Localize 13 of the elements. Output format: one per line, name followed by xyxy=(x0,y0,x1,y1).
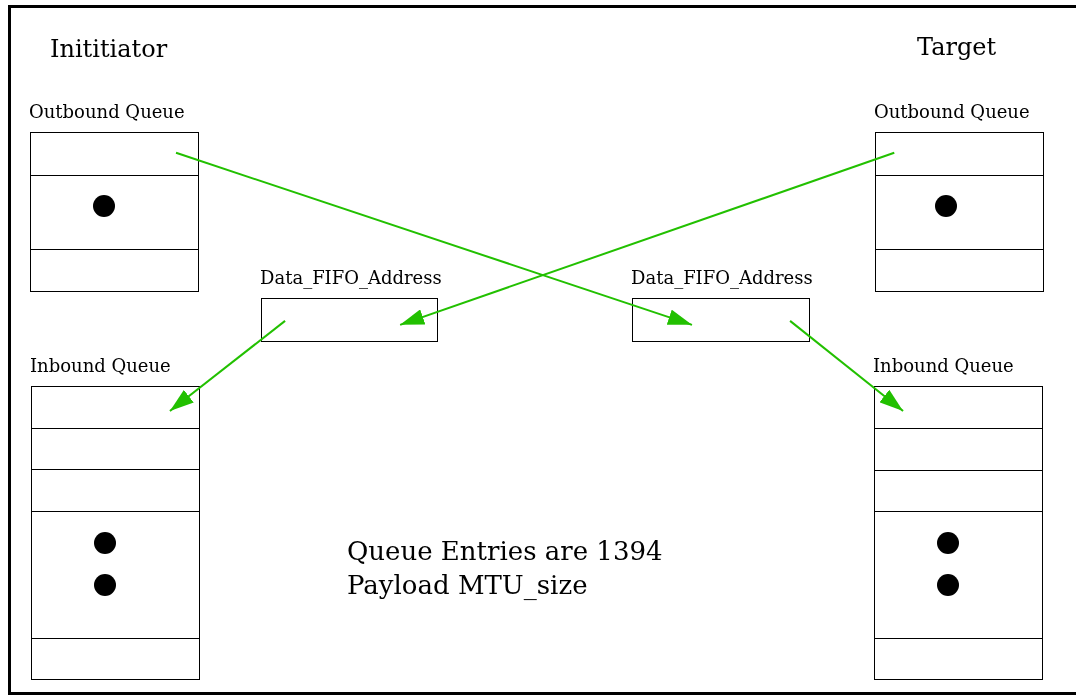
queue-heading: Outbound Queue xyxy=(874,101,1030,122)
column-title: Inititiator xyxy=(50,34,169,65)
column-title: Target xyxy=(917,32,998,63)
queue-heading: Data_FIFO_Address xyxy=(631,267,813,288)
note-text: Queue Entries are 1394 Payload MTU_size xyxy=(347,535,664,602)
arrow xyxy=(399,151,896,326)
arrow xyxy=(789,319,905,412)
queue-heading: Inbound Queue xyxy=(873,355,1014,376)
queue-heading: Outbound Queue xyxy=(29,101,185,122)
arrow xyxy=(168,319,287,412)
queue-heading: Inbound Queue xyxy=(30,355,171,376)
queue-heading: Data_FIFO_Address xyxy=(260,267,442,288)
arrow xyxy=(175,151,693,326)
